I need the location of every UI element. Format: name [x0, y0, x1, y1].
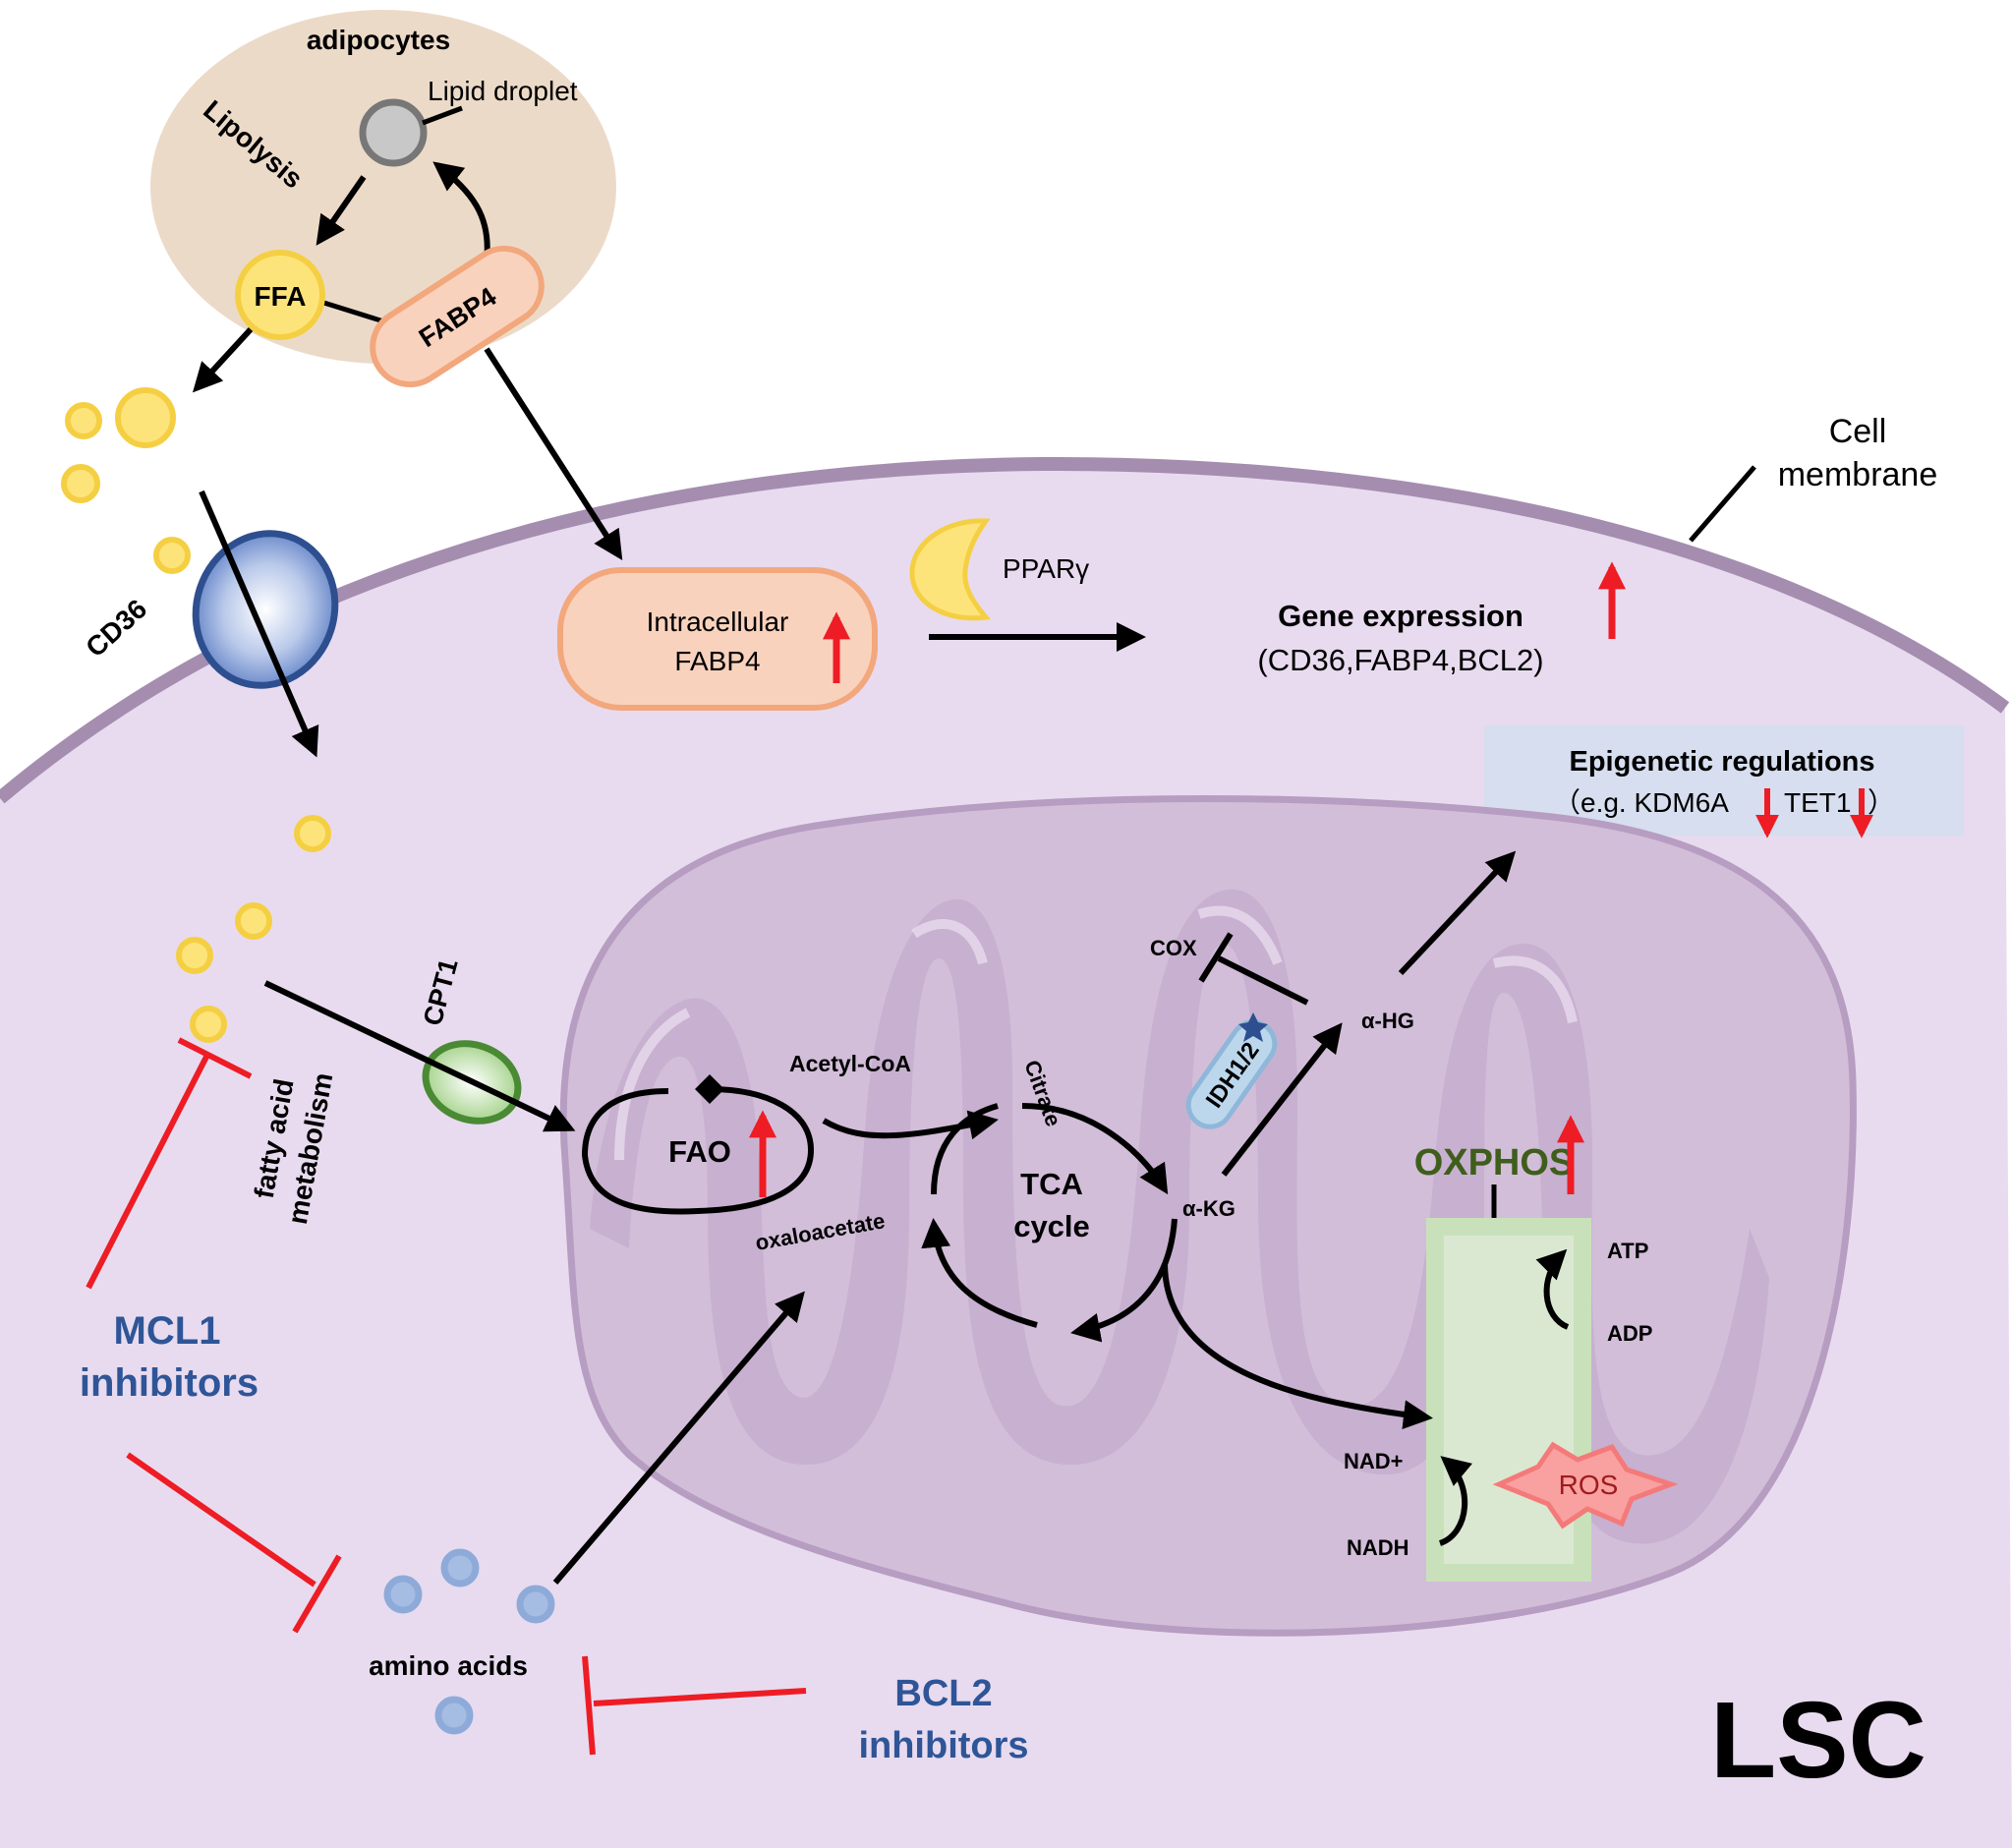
fatty-acid-particles-outside — [61, 387, 191, 574]
cell-membrane-pointer — [1689, 465, 1756, 543]
acetyl-coa-label: Acetyl-CoA — [789, 1051, 911, 1076]
arrow-ahg-to-epigenetics — [1398, 850, 1517, 976]
fabp4-protein: FABP4 — [370, 245, 545, 388]
amino-acid-particles — [383, 1548, 555, 1735]
bcl2-label-line1: BCL2 — [894, 1673, 992, 1714]
mcl1-label-line1: MCL1 — [114, 1309, 221, 1353]
fao-cycle — [581, 1074, 815, 1215]
mitochondrion-cristae — [590, 889, 1769, 1544]
ffa-molecule — [235, 250, 325, 340]
tca-arc-bottom-left — [921, 1218, 1038, 1328]
arrow-fabp4-to-lipid — [432, 161, 490, 261]
ros-label: ROS — [1559, 1470, 1619, 1500]
lsc-label: LSC — [1710, 1680, 1926, 1801]
epigenetic-text-a: （e.g. KDM6A — [1553, 787, 1729, 818]
tca-label-line1: TCA — [1020, 1167, 1083, 1201]
cd36-transporter — [192, 530, 339, 689]
lipid-droplet — [359, 98, 428, 167]
amino-acids-label: amino acids — [369, 1650, 528, 1681]
fatty-acid-particles-inside — [176, 815, 331, 1043]
cox-inhibition-line — [1217, 955, 1309, 1006]
arrow-akg-to-ahg — [1221, 1022, 1343, 1177]
ros-burst — [1492, 1441, 1679, 1530]
cell-membrane-label-line1: Cell — [1829, 413, 1887, 450]
mcl1-inhibition-fatty-acid-line — [86, 1055, 209, 1290]
mcl1-inhibition-fatty-acid-bar — [177, 1037, 253, 1079]
fao-label: FAO — [668, 1134, 731, 1169]
lipid-droplet-label: Lipid droplet — [428, 76, 578, 106]
arrow-acetyl-coa-to-citrate — [822, 1110, 999, 1140]
arrow-lipid-to-ffa — [316, 175, 367, 246]
arrow-ffa-out — [192, 326, 254, 393]
nad-nadh-cycle — [1438, 1456, 1473, 1546]
bcl2-inhibition-bar — [582, 1655, 596, 1756]
arrow-through-cd36 — [199, 490, 319, 758]
tca-arc-top-right — [1021, 1103, 1169, 1195]
lipid-droplet-pointer — [422, 105, 463, 126]
gene-expression-genes: (CD36,FABP4,BCL2) — [1257, 643, 1543, 677]
intracellular-label-line2: FABP4 — [674, 646, 760, 676]
arrow-fatty-acid-into-mito — [263, 980, 576, 1132]
ahg-label: α-HG — [1361, 1009, 1414, 1033]
nad-plus-label: NAD+ — [1344, 1449, 1404, 1473]
atp-label: ATP — [1607, 1239, 1648, 1263]
akg-label: α-KG — [1182, 1196, 1236, 1221]
mcl1-label-line2: inhibitors — [80, 1361, 259, 1405]
epigenetic-text-c: ） — [1868, 787, 1895, 818]
ppar-gamma-label: PPARγ — [1003, 553, 1089, 584]
ffa-label: FFA — [255, 281, 307, 312]
ppar-gamma-receptor — [909, 518, 991, 621]
cd36-label: CD36 — [80, 594, 152, 664]
arrow-amino-acids-to-tca — [552, 1291, 805, 1585]
tca-label-line2: cycle — [1013, 1209, 1090, 1243]
mitochondrion-inner-highlight — [614, 905, 1578, 1161]
oxphos-label: OXPHOS — [1414, 1142, 1575, 1184]
arrow-akg-to-oxphos — [1162, 1262, 1433, 1430]
cell-membrane-label-line2: membrane — [1778, 456, 1938, 493]
adp-label: ADP — [1607, 1321, 1652, 1346]
epigenetic-text-b: TET1 — [1784, 787, 1851, 818]
cox-label: COX — [1150, 936, 1197, 960]
mcl1-inhibition-amino-acid-line — [126, 1452, 316, 1588]
adipocytes-label: adipocytes — [307, 25, 450, 55]
gene-expression-title: Gene expression — [1278, 599, 1523, 633]
idh-mutation-star — [1238, 1012, 1268, 1042]
epigenetic-title: Epigenetic regulations — [1570, 746, 1875, 778]
bcl2-label-line2: inhibitors — [858, 1725, 1028, 1766]
adipocyte — [150, 10, 616, 364]
mcl1-inhibition-amino-acid-bar — [292, 1554, 342, 1634]
cox-inhibition-bar — [1198, 932, 1234, 983]
arrow-fabp4-into-cell — [484, 347, 623, 561]
nadh-label: NADH — [1347, 1535, 1409, 1560]
intracellular-fabp4-box — [557, 567, 878, 711]
bcl2-inhibition-line — [593, 1688, 807, 1706]
atp-adp-cycle — [1535, 1248, 1570, 1330]
tca-arc-bottom-right — [1070, 1218, 1178, 1343]
intracellular-label-line1: Intracellular — [647, 606, 789, 637]
tca-arc-top-left — [931, 1103, 999, 1195]
